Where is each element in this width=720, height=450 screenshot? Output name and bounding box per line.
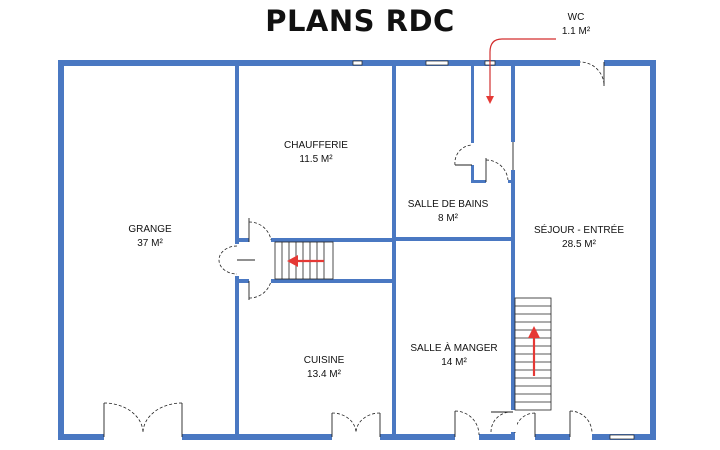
wc-door	[454, 143, 509, 186]
room-name-sejour: SÉJOUR - ENTRÉE	[534, 223, 624, 236]
room-area-grange: 37 M²	[137, 238, 163, 249]
room-area-salle-a-manger: 14 M²	[441, 357, 467, 368]
dining-sejour-door	[490, 410, 517, 433]
wc-callout	[486, 38, 556, 104]
room-name-chaufferie: CHAUFFERIE	[284, 140, 348, 151]
doors	[103, 59, 605, 441]
room-labels: GRANGE 37 M² CHAUFFERIE 11.5 M² SALLE DE…	[128, 12, 624, 380]
hall-stair-arrow	[287, 255, 324, 267]
room-area-chaufferie: 11.5 M²	[299, 154, 333, 165]
plan-title: PLANS RDC	[265, 4, 455, 38]
room-area-cuisine: 13.4 M²	[307, 369, 342, 380]
room-area-wc: 1.1 M²	[562, 26, 591, 37]
room-name-wc: WC	[568, 12, 585, 23]
room-name-cuisine: CUISINE	[304, 355, 345, 366]
room-name-salle-de-bains: SALLE DE BAINS	[408, 199, 489, 210]
dining-door	[454, 410, 480, 441]
sejour-entry-door	[514, 410, 593, 441]
room-name-salle-a-manger: SALLE À MANGER	[410, 341, 497, 354]
outer-walls	[58, 60, 656, 440]
sejour-top-door	[579, 59, 605, 86]
cuisine-double-door	[331, 412, 381, 441]
room-name-grange: GRANGE	[128, 224, 172, 235]
sejour-stair-arrow	[528, 326, 540, 376]
room-area-sejour: 28.5 M²	[562, 239, 597, 250]
room-area-salle-de-bains: 8 M²	[438, 213, 459, 224]
grange-double-door	[103, 402, 183, 441]
hall-doors	[218, 218, 272, 300]
bath-sejour-door	[509, 142, 517, 170]
